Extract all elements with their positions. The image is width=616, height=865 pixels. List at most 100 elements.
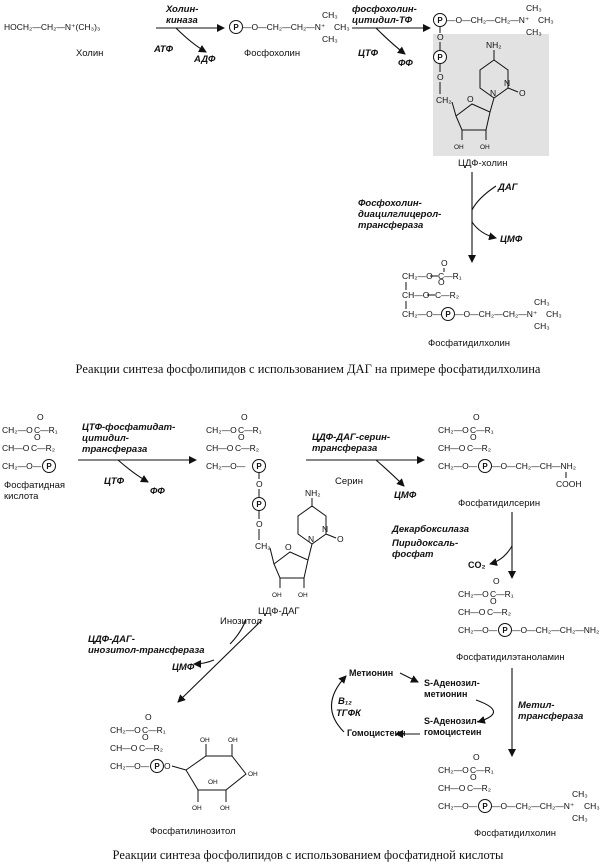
carbonyl-oxygen: O	[441, 258, 448, 268]
ch3-top: CH₃	[572, 789, 588, 799]
atp-adp-curve	[175, 27, 207, 53]
carbonyl-oxygen: O	[493, 576, 500, 586]
glycerol-c1: CH₂—O	[438, 765, 469, 775]
phosphate-circle	[229, 20, 243, 34]
sam-label-1: S-Аденозил-	[424, 678, 480, 688]
enzyme-choline-kinase-2: киназа	[166, 15, 198, 26]
acyl-r1: C—R₁	[34, 425, 58, 435]
enzyme-ctp-phosphatidate-3: трансфераза	[82, 444, 147, 455]
atp-label: АТФ	[153, 44, 174, 55]
ch3-top: CH₃	[322, 10, 338, 20]
ch3-right: CH₃	[538, 15, 554, 25]
carbonyl-oxygen: O	[470, 432, 477, 442]
acyl-r2: C—R₂	[235, 443, 259, 453]
glycerol-c2: CH—O	[438, 443, 466, 453]
b12-label: B₁₂	[338, 696, 352, 707]
oxygen: O	[437, 72, 444, 82]
acyl-r1: C—R₁	[470, 765, 494, 775]
methionine-label: Метионин	[349, 668, 393, 678]
phosphate-circle	[433, 13, 447, 27]
sam-label-2: метионин	[424, 689, 467, 699]
carboxyl-group: COOH	[556, 479, 582, 489]
acyl-r1: C—R₁	[490, 589, 514, 599]
enzyme-choline-kinase-1: Холин-	[165, 4, 198, 15]
enzyme-cytidylyl-2: цитидил-ТФ	[352, 15, 413, 26]
glycerol-c3: CH₂—O—	[458, 625, 498, 635]
cmp2-curve	[193, 659, 215, 668]
glycerol-c3: CH₂—O—	[438, 461, 478, 471]
caption-bottom: Реакции синтеза фосфолипидов с использов…	[113, 848, 505, 862]
ethanolamine-tail: —O—CH₂—CH₂—NH₂	[512, 625, 599, 635]
serine-cmp-curve	[375, 459, 405, 487]
cdp-choline-label: ЦДФ-холин	[458, 158, 507, 169]
reaction-arrow-inositol	[177, 619, 263, 703]
enzyme-transferase-3: трансфераза	[358, 220, 423, 231]
acyl-r1: C—R₁	[438, 271, 462, 281]
sah-label-2: гомоцистеин	[424, 727, 482, 737]
hydroxyl: OH	[192, 805, 202, 812]
glycerol-c2: CH—O	[402, 290, 430, 300]
ch2-group: CH₂	[436, 95, 452, 105]
inositol-label: Инозитол	[220, 616, 262, 627]
enzyme-transferase-1: Фосфохолин-	[358, 198, 422, 209]
enzyme-inositol-1: ЦДФ-ДАГ-	[88, 634, 135, 645]
hydroxyl: OH	[454, 144, 464, 151]
carbonyl-oxygen: O	[241, 412, 248, 422]
enzyme-serine-2: трансфераза	[312, 443, 377, 454]
ribose-ring	[273, 551, 309, 579]
carbonyl-oxygen: O	[145, 712, 152, 722]
phosphatidylcholine-label: Фосфатидилхолин	[428, 338, 510, 349]
ring-nitrogen: N	[308, 534, 314, 544]
ppi-label: ФФ	[398, 58, 413, 69]
phosphate-circle	[498, 623, 512, 637]
phosphate-letter: P	[445, 310, 451, 319]
oxygen: O	[256, 519, 263, 529]
choline-formula: HOCH₂—CH₂—N⁺(CH₃)₃	[4, 22, 100, 32]
phosphate-letter: P	[233, 23, 239, 32]
ctp-label: ЦТФ	[358, 48, 379, 59]
ring-oxygen: O	[467, 94, 474, 104]
phosphatidic-acid-label-2: кислота	[4, 491, 39, 502]
bond	[489, 97, 495, 113]
cdp-dag-structure: CH₂—O C—R₁ O CH—O C—R₂ O CH₂—O— P O P O …	[206, 412, 344, 599]
acyl-r2: C—R₂	[467, 443, 491, 453]
ring-nitrogen: N	[490, 88, 496, 98]
phosphocholine-tail: —O—CH₂—CH₂—N⁺	[243, 22, 326, 32]
acyl-r1: C—R₁	[142, 725, 166, 735]
carbonyl-oxygen: O	[34, 432, 41, 442]
ch3-bottom: CH₃	[534, 321, 550, 331]
carbonyl-oxygen: O	[473, 412, 480, 422]
serine-label: Серин	[335, 476, 363, 487]
bottom-scheme: CH₂—O C—R₁ O CH—O C—R₂ O CH₂—O— P Фосфат…	[2, 412, 600, 839]
cdp-choline-highlight	[433, 34, 549, 156]
phosphatidylinositol-label: Фосфатилинозитол	[150, 826, 236, 837]
enzyme-ctp-phosphatidate-2: цитидил-	[82, 433, 129, 444]
phosphate-circle	[252, 497, 266, 511]
sah-label-1: S-Аденозил-	[424, 716, 480, 726]
carbonyl-oxygen: O	[470, 772, 477, 782]
glycerol-c2: CH—O	[438, 783, 466, 793]
glycerol-c3: CH₂—O—	[206, 461, 246, 471]
ch3-right: CH₃	[584, 801, 600, 811]
glycerol-c1: CH₂—O	[110, 725, 141, 735]
carbonyl-oxygen: O	[438, 277, 445, 287]
acyl-r1: C—R₁	[470, 425, 494, 435]
bond	[171, 765, 187, 771]
thf-label: ТГФК	[336, 708, 362, 719]
ch3-bottom: CH₃	[322, 34, 338, 44]
phosphate-letter: P	[256, 462, 262, 471]
glycerol-c2: CH—O	[206, 443, 234, 453]
acyl-r2: C—R₂	[139, 743, 163, 753]
bond	[307, 543, 313, 561]
adp-label: АДФ	[193, 54, 216, 65]
cycle-arrow-hcy-met	[331, 675, 347, 733]
ctp-pp-curve	[117, 459, 149, 483]
phosphatidylserine-label: Фосфатидилсерин	[458, 498, 540, 509]
choline-tail: —O—CH₂—CH₂—N⁺	[492, 801, 575, 811]
ch3-bottom: CH₃	[526, 27, 542, 37]
methyltransferase-label-1: Метил-	[518, 700, 555, 711]
oxygen: O	[437, 32, 444, 42]
cycle-arrow-sam-sah	[475, 699, 495, 724]
oxygen: O	[164, 761, 171, 771]
